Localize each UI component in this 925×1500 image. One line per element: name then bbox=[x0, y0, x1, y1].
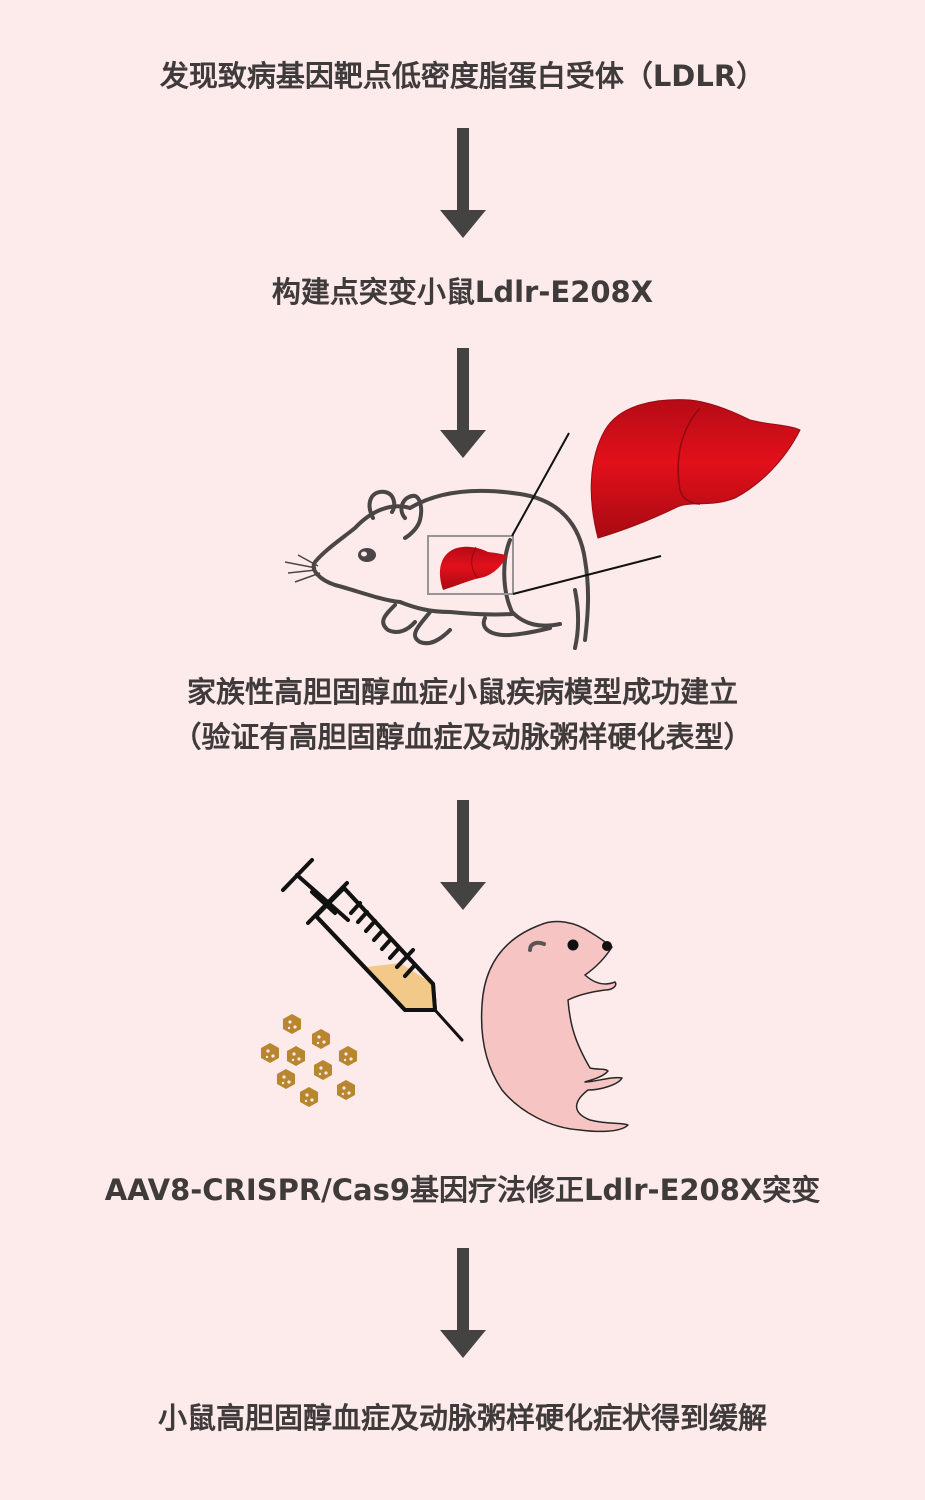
down-arrow-icon bbox=[440, 800, 486, 910]
aav-particle-icon bbox=[283, 1014, 301, 1034]
step-1-text: 发现致病基因靶点低密度脂蛋白受体（LDLR） bbox=[159, 59, 766, 93]
aav-particle-icon bbox=[300, 1087, 318, 1107]
mouse-liver-illustration bbox=[284, 399, 801, 650]
step-2-text: 构建点突变小鼠Ldlr-E208X bbox=[271, 275, 654, 309]
enlarged-liver-icon bbox=[590, 399, 801, 539]
step-3-title: 家族性高胆固醇血症小鼠疾病模型成功建立 bbox=[186, 675, 738, 709]
aav-particle-icon bbox=[339, 1046, 357, 1066]
zoom-box-icon bbox=[427, 535, 514, 595]
mouse-outline-icon bbox=[311, 489, 591, 650]
mouse-pup-icon bbox=[480, 920, 629, 1133]
down-arrow-icon bbox=[440, 348, 486, 458]
aav-particle-icon bbox=[312, 1029, 330, 1049]
step-4-text: AAV8-CRISPR/Cas9基因疗法修正Ldlr-E208X突变 bbox=[104, 1173, 821, 1207]
syringe-icon bbox=[281, 858, 464, 1042]
step-5-text: 小鼠高胆固醇血症及动脉粥样硬化症状得到缓解 bbox=[157, 1401, 767, 1435]
aav-particle-icon bbox=[314, 1060, 332, 1080]
aav-particle-icon bbox=[287, 1046, 305, 1066]
pup-nose-icon bbox=[602, 941, 612, 951]
step-3-subtitle: （验证有高胆固醇血症及动脉粥样硬化表型） bbox=[172, 720, 753, 754]
aav-particle-icon bbox=[277, 1069, 295, 1089]
aav-particles bbox=[261, 1014, 357, 1107]
aav-particle-icon bbox=[261, 1043, 279, 1063]
pup-eye-icon bbox=[567, 939, 579, 951]
liver-icon bbox=[439, 546, 507, 590]
down-arrow-icon bbox=[440, 1248, 486, 1358]
aav-particle-icon bbox=[337, 1080, 355, 1100]
whiskers-icon bbox=[284, 554, 321, 583]
mouse-eye-icon bbox=[358, 548, 376, 562]
gene-therapy-illustration bbox=[261, 858, 629, 1133]
down-arrow-icon bbox=[440, 128, 486, 238]
